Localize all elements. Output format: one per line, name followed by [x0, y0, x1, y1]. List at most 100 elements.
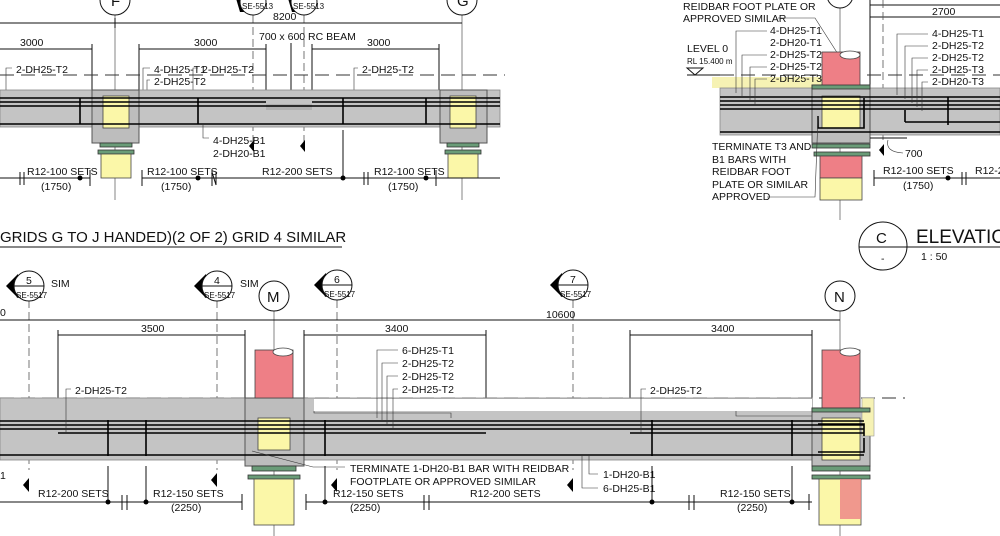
grid-bubble-f — [99, 0, 131, 16]
stirrup-set-label: R12-200 SETS — [470, 488, 541, 500]
rebar-label: 2-DH20-T1 — [770, 37, 822, 49]
rebar-label: 1-DH20-B1 — [603, 469, 656, 481]
section-marker[interactable] — [239, 0, 267, 16]
stirrup-set-label: R12-100 SETS — [27, 166, 98, 178]
note: APPROVED — [712, 191, 771, 203]
stirrup-set-label: R12-100 SETS — [147, 166, 218, 178]
rebar-label: 2-DH20-T3 — [932, 76, 984, 88]
section-marker-6[interactable]: 6 SE-5517 — [314, 269, 356, 470]
top-left-elevation: F G SE-5513 SE-5513 8200 700 x 600 RC BE… — [0, 0, 505, 200]
elevation-ref: C — [876, 230, 887, 247]
stirrup-set-label: R12-200 SETS — [262, 166, 333, 178]
rebar-label: 2-DH25-T2 — [362, 64, 414, 76]
rebar-label: 2-DH25-T2 — [932, 40, 984, 52]
elevation-sheet: - — [881, 253, 885, 265]
grid-label: F — [111, 0, 120, 10]
pile — [819, 177, 863, 201]
grid-bubble-m — [258, 280, 290, 312]
section-marker-7[interactable]: 7 SE-5517 — [550, 269, 592, 470]
grid-bubble-n — [824, 280, 856, 312]
pile — [819, 155, 863, 179]
rebar-label: 2-DH25-T2 — [154, 76, 206, 88]
section-marker-4[interactable]: 4 SE-5517 SIM — [194, 270, 259, 470]
bottom-elevation: M N 5 SE-5517 SIM 4 SE-5517 SIM 6 SE-551… — [0, 269, 905, 536]
stirrup-set-length: (2250) — [350, 502, 380, 514]
section-title: GRIDS G TO J HANDED)(2 OF 2) GRID 4 SIMI… — [0, 229, 346, 246]
reduced-level: RL 15.400 m — [687, 57, 733, 66]
column-core — [257, 417, 291, 451]
marker-num: 6 — [334, 274, 340, 286]
stirrup-set-label: R12-150 SETS — [153, 488, 224, 500]
dimension: 3400 — [385, 323, 409, 335]
stirrup-set-length: (1750) — [388, 181, 418, 193]
rebar-label: 4-DH25-T1 — [154, 64, 206, 76]
marker-sim: SIM — [240, 278, 259, 290]
edge-label: 1 — [0, 470, 6, 482]
stirrup-set-label: R12-150 SETS — [333, 488, 404, 500]
rebar-label: 2-DH25-T2 — [650, 385, 702, 397]
stirrup-set-label: R12-150 SETS — [720, 488, 791, 500]
grid-bubble — [827, 0, 853, 9]
stirrup-set-label: R12-100 SETS — [374, 166, 445, 178]
dimension-700: 700 — [905, 148, 923, 160]
rebar-label: 2-DH25-T3 — [932, 64, 984, 76]
note: REIDBAR FOOT — [712, 166, 791, 178]
dimension: 3500 — [141, 323, 165, 335]
dimension: 3000 — [194, 37, 218, 49]
stirrup-set-label: R12-100 SETS — [883, 165, 954, 177]
rebar-label: 4-DH25-B1 — [213, 135, 266, 147]
column-above — [254, 349, 294, 399]
marker-sheet: SE-5517 — [16, 291, 48, 300]
rebar-label: 4-DH25-T1 — [770, 25, 822, 37]
stirrup-set-label: R12-200 SETS — [38, 488, 109, 500]
rebar-label: 2-DH25-T3 — [770, 73, 822, 85]
marker-sheet: SE-5517 — [204, 291, 236, 300]
elevation-title: ELEVATION — [916, 227, 1000, 248]
pile — [100, 153, 132, 179]
beam-label: 700 x 600 RC BEAM — [259, 31, 356, 43]
level-marker-icon — [685, 67, 705, 76]
stirrup-set-length: (2250) — [737, 502, 767, 514]
column-above — [821, 349, 861, 409]
note: TERMINATE T3 AND — [712, 141, 812, 153]
rebar-label: 2-DH25-T2 — [16, 64, 68, 76]
level-label: LEVEL 0 — [687, 43, 728, 55]
section-marker-5[interactable]: 5 SE-5517 SIM — [6, 270, 70, 470]
section-ref: SE-5513 — [293, 2, 325, 11]
rebar-label: 2-DH25-T2 — [75, 385, 127, 397]
rebar-label: 4-DH25-T1 — [932, 28, 984, 40]
note: TERMINATE 1-DH20-B1 BAR WITH REIDBAR — [350, 463, 570, 475]
rebar-label: 2-DH25-T2 — [202, 64, 254, 76]
note: APPROVED SIMILAR — [683, 13, 787, 25]
dimension: 0 — [0, 307, 6, 319]
note: B1 BARS WITH — [712, 154, 786, 166]
marker-sheet: SE-5517 — [324, 290, 356, 299]
rebar-label: 6-DH25-B1 — [603, 483, 656, 495]
stirrup-set-length: (1750) — [41, 181, 71, 193]
marker-sim: SIM — [51, 278, 70, 290]
dimension-10600: 10600 — [546, 309, 575, 321]
stirrup-set-label: R12-2 — [975, 165, 1000, 177]
dimension-2700: 2700 — [932, 6, 956, 18]
marker-num: 4 — [214, 275, 220, 287]
dimension: 3000 — [20, 37, 44, 49]
grid-bubble-g — [446, 0, 478, 16]
grid-label: N — [834, 289, 845, 306]
rebar-label: 6-DH25-T1 — [402, 345, 454, 357]
rebar-label: 2-DH25-T2 — [402, 358, 454, 370]
rebar-label: 2-DH25-T2 — [770, 49, 822, 61]
section-marker[interactable] — [290, 0, 318, 16]
rebar-label: 2-DH25-T2 — [402, 371, 454, 383]
rebar-label: 2-DH25-T2 — [402, 384, 454, 396]
section-ref: SE-5513 — [242, 2, 274, 11]
stirrup-set-length: (2250) — [171, 502, 201, 514]
elevation-scale: 1 : 50 — [921, 251, 947, 263]
pile — [447, 153, 479, 179]
rebar-label: 2-DH25-T2 — [932, 52, 984, 64]
dimension: 3000 — [367, 37, 391, 49]
note: REIDBAR FOOT PLATE OR — [683, 1, 816, 13]
top-right-elevation: REIDBAR FOOT PLATE OR APPROVED SIMILAR 2… — [683, 0, 1000, 220]
stirrup-set-length: (1750) — [903, 180, 933, 192]
